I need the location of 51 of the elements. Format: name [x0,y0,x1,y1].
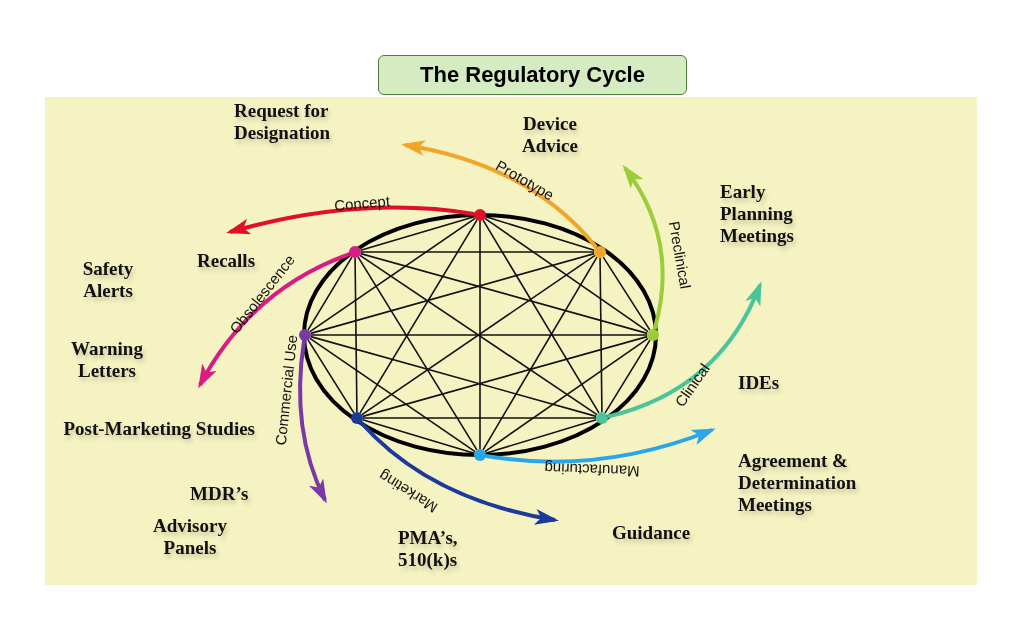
chord-line [307,256,353,331]
text-label: Advisory Panels [152,515,228,559]
text-label: PMA’s, 510(k)s [398,527,459,571]
curved-arrow [401,140,598,249]
chord-line [359,219,478,414]
chord-line [479,220,481,450]
chord-line [361,335,648,418]
chord-line [482,219,600,414]
chord-line [362,417,597,419]
curved-arrow [298,340,327,504]
chord-line [359,252,648,335]
chord-line [484,418,598,455]
chord-line [360,251,595,253]
text-label: MDR’s [190,483,250,505]
chord-line [484,215,596,252]
chord-line [309,217,476,333]
chord-line [484,337,649,453]
chord-line [354,257,358,413]
edge-label: Manufacturing [544,459,640,481]
chord-line [310,334,648,336]
curved-arrow [622,164,665,330]
curved-arrow [226,205,475,235]
text-label: Request for Designation [234,100,332,144]
text-label: Post-Marketing Studies [62,418,255,440]
edge-label: Commercial Use [271,334,301,446]
chord-line [309,252,595,335]
text-label: Device Advice [521,113,579,157]
edge-label: Concept [333,192,391,214]
text-label: Agreement & Determination Meetings [738,450,858,516]
text-label: Guidance [612,522,692,544]
chord-line [482,256,598,451]
edge-label: Preclinical [665,219,695,291]
chord-line [604,339,651,414]
curved-arrow [607,281,762,419]
chord-line [361,418,476,455]
chord-line [309,335,597,418]
chord-line [484,217,649,333]
curved-arrow [485,428,716,464]
text-label: Safety Alerts [81,258,135,302]
chord-line [307,339,355,414]
chord-line [357,256,478,451]
chord-line [599,257,603,413]
title-box: The Regulatory Cycle [378,55,687,95]
chord-line [359,215,476,252]
chord-line [602,256,651,331]
chord-line [309,337,476,453]
text-label: Warning Letters [70,338,144,382]
text-label: Early Planning Meetings [720,181,795,247]
curved-arrow [359,421,559,525]
text-label: IDEs [738,372,781,394]
curved-arrow [198,252,351,389]
